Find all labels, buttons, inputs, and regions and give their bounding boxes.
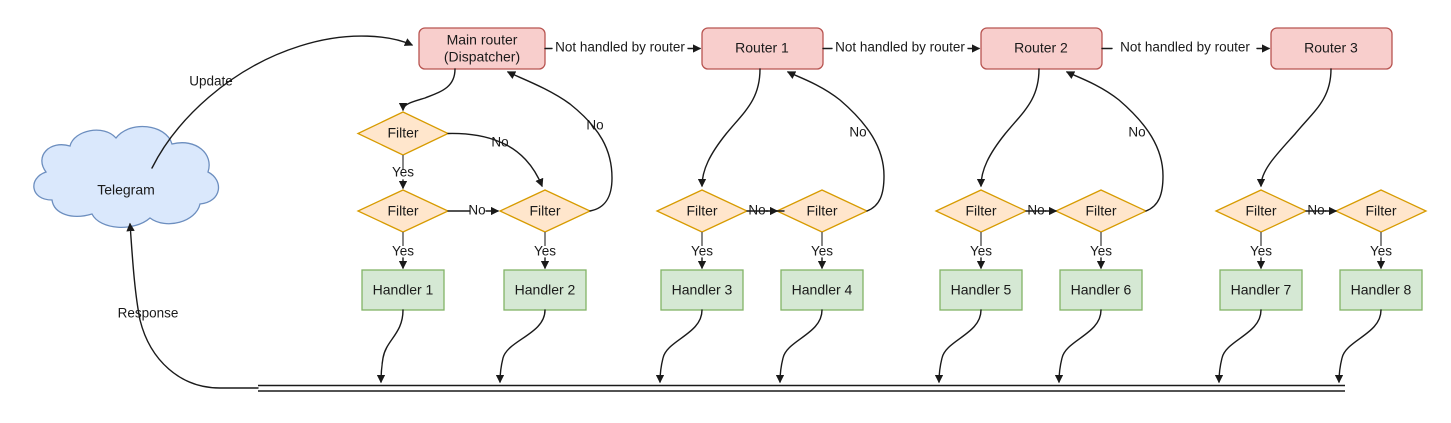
node-filter-2[interactable]: Filter — [498, 189, 592, 233]
filter-5-label: Filter — [965, 203, 996, 219]
handler-5-label: Handler 5 — [951, 282, 1012, 298]
handler-6-label: Handler 6 — [1071, 282, 1132, 298]
node-filter-5[interactable]: Filter — [934, 189, 1028, 233]
edge-handler8-bus — [1334, 309, 1382, 384]
edge-handler6-bus — [1054, 309, 1102, 384]
node-router-2[interactable]: Router 2 — [980, 27, 1103, 70]
filter-7-label: Filter — [1245, 203, 1276, 219]
node-filter-1[interactable]: Filter — [356, 189, 450, 233]
filter-3-label: Filter — [686, 203, 717, 219]
edge-label-yes-1: Yes — [392, 244, 414, 259]
edge-label-update: Update — [189, 74, 233, 89]
node-filter-4[interactable]: Filter — [775, 189, 869, 233]
handler-7-box — [1219, 269, 1303, 311]
node-router-3[interactable]: Router 3 — [1270, 27, 1393, 70]
filter-4-label: Filter — [806, 203, 837, 219]
node-filter-3[interactable]: Filter — [655, 189, 749, 233]
edge-handler5-bus — [934, 309, 982, 384]
edge-label-yes-2: Yes — [534, 244, 556, 259]
node-handler-7[interactable]: Handler 7 — [1219, 269, 1303, 311]
edge-filter4-no-router1 — [786, 71, 885, 212]
router-2-label: Router 2 — [1014, 40, 1068, 56]
filter-2-label: Filter — [529, 203, 560, 219]
edge-label-yes-3: Yes — [691, 244, 713, 259]
node-handler-1[interactable]: Handler 1 — [361, 269, 445, 311]
node-filter-6[interactable]: Filter — [1054, 189, 1148, 233]
node-handler-4[interactable]: Handler 4 — [780, 269, 864, 311]
edge-response — [126, 222, 259, 389]
edge-router3-filter7 — [1256, 68, 1332, 188]
node-handler-5[interactable]: Handler 5 — [939, 269, 1023, 311]
telegram-label: Telegram — [97, 182, 155, 198]
edge-filter2-no-mainrouter — [506, 71, 613, 212]
edge-handler7-bus — [1214, 309, 1262, 384]
edge-router2-filter5 — [976, 68, 1040, 188]
node-router-1[interactable]: Router 1 — [701, 27, 824, 70]
edge-label-yes-6: Yes — [1090, 244, 1112, 259]
main-router-label-line2: (Dispatcher) — [444, 49, 520, 65]
edge-handler4-bus — [775, 309, 823, 384]
node-main-router[interactable]: Main router (Dispatcher) — [418, 27, 546, 70]
handler-8-label: Handler 8 — [1351, 282, 1412, 298]
handler-6-box — [1059, 269, 1143, 311]
filter-8-label: Filter — [1365, 203, 1396, 219]
edge-filter0-no-filter2 — [447, 132, 544, 188]
node-filter-0[interactable]: Filter — [356, 111, 450, 156]
edge-label-no-0: No — [491, 135, 508, 150]
edge-label-yes-7: Yes — [1250, 244, 1272, 259]
cloud-shape — [33, 125, 219, 229]
router-1-label: Router 1 — [735, 40, 789, 56]
handler-3-label: Handler 3 — [672, 282, 733, 298]
handler-4-box — [780, 269, 864, 311]
filter-1-label: Filter — [387, 203, 418, 219]
edge-label-yes-0: Yes — [392, 165, 414, 180]
edge-update — [151, 35, 414, 169]
edge-label-no-6: No — [1128, 125, 1145, 140]
node-telegram[interactable]: Telegram — [33, 125, 219, 229]
edge-handler2-bus — [495, 309, 546, 384]
handler-3-box — [660, 269, 744, 311]
edge-label-not-handled-1: Not handled by router — [555, 40, 685, 55]
edge-router1-filter3 — [697, 68, 761, 188]
node-handler-3[interactable]: Handler 3 — [660, 269, 744, 311]
node-filter-7[interactable]: Filter — [1214, 189, 1308, 233]
filter-6-label: Filter — [1085, 203, 1116, 219]
edge-label-no-3: No — [748, 203, 765, 218]
node-filter-8[interactable]: Filter — [1334, 189, 1428, 233]
edge-label-response: Response — [118, 306, 179, 321]
node-handler-2[interactable]: Handler 2 — [503, 269, 587, 311]
handler-7-label: Handler 7 — [1231, 282, 1292, 298]
edge-label-yes-4: Yes — [811, 244, 833, 259]
handler-4-label: Handler 4 — [792, 282, 853, 298]
edge-label-not-handled-2: Not handled by router — [835, 40, 965, 55]
edge-label-no-7: No — [1307, 203, 1324, 218]
router-3-label: Router 3 — [1304, 40, 1358, 56]
node-handler-8[interactable]: Handler 8 — [1339, 269, 1423, 311]
edge-label-no-4: No — [849, 125, 866, 140]
edge-label-not-handled-3: Not handled by router — [1120, 40, 1250, 55]
edge-label-yes-5: Yes — [970, 244, 992, 259]
edge-handler1-bus — [376, 309, 404, 384]
main-router-label-line1: Main router — [447, 32, 518, 48]
handler-1-box — [361, 269, 445, 311]
handler-1-label: Handler 1 — [373, 282, 434, 298]
handler-2-label: Handler 2 — [515, 282, 576, 298]
filter-0-label: Filter — [387, 125, 418, 141]
edge-filter6-no-router2 — [1065, 71, 1164, 212]
edge-handler3-bus — [655, 309, 703, 384]
edge-label-no-1: No — [468, 203, 485, 218]
edge-mainrouter-filter0 — [398, 68, 456, 112]
handler-8-box — [1339, 269, 1423, 311]
edge-label-no-5: No — [1027, 203, 1044, 218]
edge-label-yes-8: Yes — [1370, 244, 1392, 259]
edge-label-no-2: No — [586, 118, 603, 133]
node-handler-6[interactable]: Handler 6 — [1059, 269, 1143, 311]
